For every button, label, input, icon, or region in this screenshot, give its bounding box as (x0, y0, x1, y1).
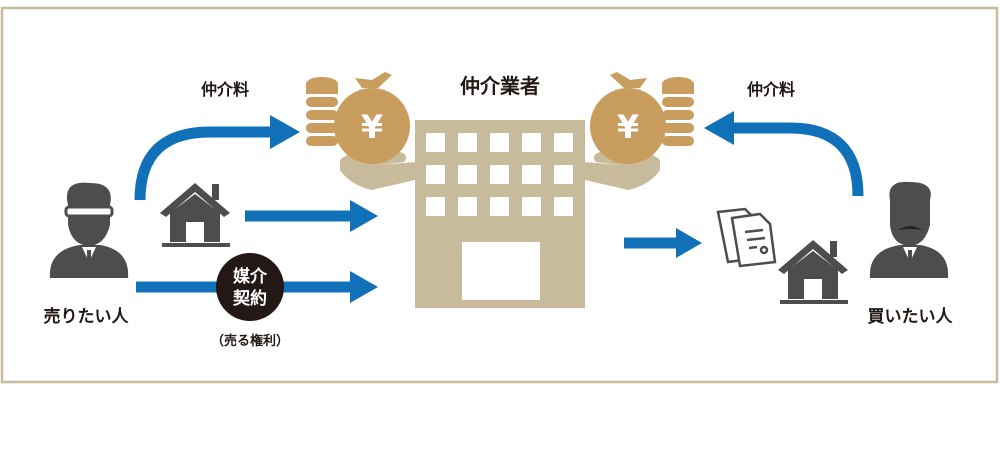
yen-symbol: ¥ (617, 108, 639, 146)
left-fee-label: 仲介料 (201, 80, 249, 99)
building-window (426, 197, 445, 216)
seller-house-icon (160, 183, 230, 247)
contract-badge: 媒介 契約 (216, 253, 284, 321)
building-window (426, 133, 445, 152)
contract-line1: 媒介 (233, 266, 268, 287)
seller-person-icon (49, 182, 129, 278)
right-coins-icon (662, 77, 694, 146)
broker-title: 仲介業者 (460, 74, 540, 98)
building-window (554, 133, 573, 152)
building-window (458, 197, 477, 216)
building-window (522, 197, 541, 216)
building-window (490, 197, 509, 216)
buyer-house-icon (778, 240, 848, 304)
buyer-label: 買いたい人 (868, 307, 954, 327)
building-window (554, 165, 573, 184)
building-window (522, 165, 541, 184)
left-coins-icon (306, 77, 338, 146)
right-fee-label: 仲介料 (747, 80, 795, 99)
building-window (490, 165, 509, 184)
broker-building-icon (415, 120, 585, 308)
documents-icon (716, 207, 777, 268)
building-window (522, 133, 541, 152)
buyer-person-icon (869, 181, 949, 278)
yen-symbol: ¥ (361, 108, 383, 146)
contract-line2: 契約 (232, 288, 267, 309)
seller-fee-arrow (134, 126, 272, 201)
left-money-bag-icon: ¥ (334, 72, 410, 164)
building-window (458, 133, 477, 152)
right-money-bag-icon: ¥ (590, 72, 666, 164)
buyer-fee-arrow (732, 122, 864, 197)
seller-label: 売りたい人 (44, 306, 130, 327)
right-to-sell-label: （売る権利） (211, 333, 289, 349)
building-window (458, 165, 477, 184)
building-window (554, 197, 573, 216)
building-window (490, 133, 509, 152)
building-window (426, 165, 445, 184)
